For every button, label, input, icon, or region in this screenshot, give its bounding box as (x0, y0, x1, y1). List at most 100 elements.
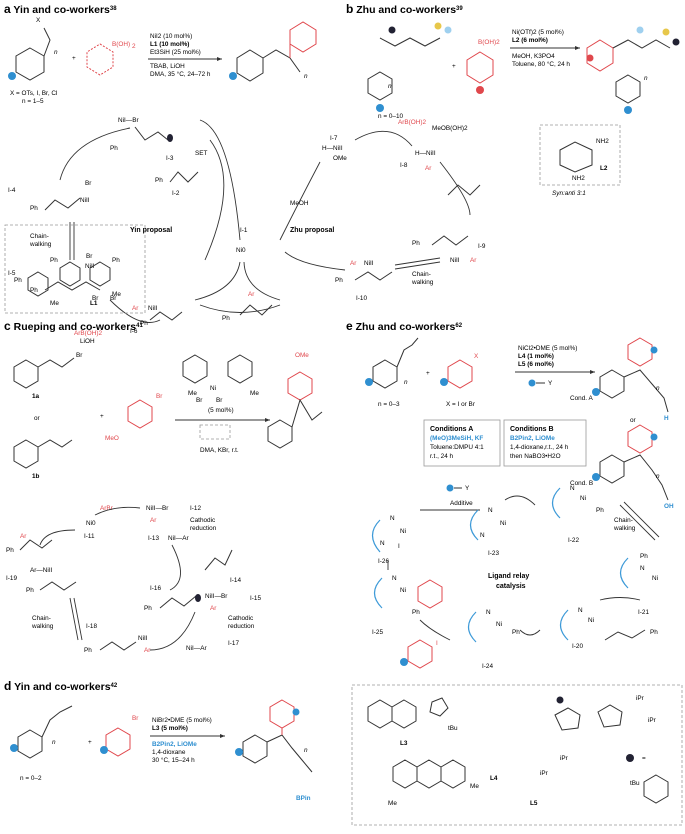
svg-text:I-11: I-11 (84, 533, 95, 540)
svg-text:Ph: Ph (640, 553, 648, 560)
svg-text:iPr: iPr (560, 755, 569, 762)
svg-text:I-5: I-5 (8, 270, 16, 277)
svg-text:I-25: I-25 (372, 629, 383, 636)
svg-text:n: n (644, 75, 648, 82)
svg-text:H—NiII: H—NiII (415, 150, 436, 157)
svg-text:NiII: NiII (138, 635, 148, 642)
svg-text:iPr: iPr (636, 695, 645, 702)
l1-ligand: Ph Ph Ph Me Me L1 (14, 257, 121, 307)
panel-b-boronic: B(OH)2 (466, 39, 500, 94)
svg-text:H—NiII: H—NiII (322, 145, 343, 152)
svg-text:Ph: Ph (112, 257, 120, 264)
svg-text:Br: Br (86, 253, 93, 260)
svg-text:Y: Y (465, 485, 470, 492)
svg-text:Br: Br (110, 295, 117, 302)
svg-text:2: 2 (132, 43, 136, 50)
svg-text:iPr: iPr (540, 770, 549, 777)
svg-text:I-10: I-10 (356, 295, 367, 302)
svg-text:I-18: I-18 (86, 623, 97, 630)
svg-text:MeOB(OH)2: MeOB(OH)2 (432, 125, 468, 132)
svg-text:Ph: Ph (140, 320, 148, 327)
svg-text:+: + (88, 739, 92, 746)
svg-text:Ph: Ph (650, 629, 658, 636)
panel-a-n-def: n = 1–5 (22, 98, 44, 105)
svg-text:Ph: Ph (110, 145, 118, 152)
svg-text:n = 0–3: n = 0–3 (378, 401, 400, 408)
svg-text:tBu: tBu (448, 725, 458, 732)
svg-text:1b: 1b (32, 473, 40, 480)
svg-text:I: I (398, 543, 400, 550)
svg-text:Me: Me (388, 800, 397, 807)
svg-text:I-17: I-17 (228, 640, 239, 647)
panel-b-product: n (586, 26, 680, 114)
svg-text:then NaBO3•H2O: then NaBO3•H2O (510, 453, 561, 460)
svg-text:Ph: Ph (6, 547, 14, 554)
svg-text:DMA, KBr, r.t.: DMA, KBr, r.t. (200, 447, 239, 454)
svg-text:I-23: I-23 (488, 550, 499, 557)
svg-text:BPin: BPin (296, 795, 311, 802)
svg-text:Ph: Ph (84, 647, 92, 654)
svg-text:L1: L1 (90, 300, 98, 307)
svg-text:reduction: reduction (190, 525, 217, 532)
svg-text:I-22: I-22 (568, 537, 579, 544)
svg-text:NH2: NH2 (572, 175, 585, 182)
svg-text:Cond. A: Cond. A (570, 395, 593, 402)
svg-text:d Yin and co-workers42: d Yin and co-workers42 (4, 679, 118, 693)
svg-text:Ni: Ni (210, 385, 216, 392)
svg-text:Cathodic: Cathodic (228, 615, 254, 622)
svg-text:a Yin and co-workers38: a Yin and co-workers38 (4, 2, 117, 16)
svg-text:Me: Me (470, 783, 479, 790)
svg-text:NiI—Ar: NiI—Ar (168, 535, 189, 542)
svg-text:Ni: Ni (400, 587, 406, 594)
panel-b-substrate: n n = 0–10 (367, 22, 452, 120)
svg-text:Toluene:DMPU 4:1: Toluene:DMPU 4:1 (430, 444, 484, 451)
svg-text:OH: OH (664, 503, 674, 510)
panel-a-cond-2: L1 (10 mol%) (150, 41, 189, 48)
svg-text:b Zhu and co-workers39: b Zhu and co-workers39 (346, 2, 463, 16)
panel-a-product: n (229, 21, 317, 82)
svg-text:NiII: NiII (148, 305, 158, 312)
svg-text:Ph: Ph (30, 287, 38, 294)
svg-text:L2: L2 (600, 165, 608, 172)
svg-text:N: N (486, 609, 491, 616)
panel-c: c Rueping and co-workers41 Br 1a or 1b +… (4, 319, 323, 654)
svg-text:N: N (640, 565, 645, 572)
svg-text:Toluene, 80 °C, 24 h: Toluene, 80 °C, 24 h (512, 60, 570, 68)
svg-text:Ar: Ar (150, 517, 157, 524)
svg-text:Ni0: Ni0 (86, 520, 96, 527)
svg-text:L5 (6 mol%): L5 (6 mol%) (518, 361, 554, 368)
svg-text:Br: Br (216, 397, 223, 404)
panel-a-mechanism: NiI—Br Ph I-3 SET Ph I-2 I-4 Br Ph NiII … (8, 117, 281, 345)
svg-text:Syn:anti 3:1: Syn:anti 3:1 (552, 190, 586, 197)
panel-a-ref: 38 (110, 6, 117, 12)
svg-text:Ni0: Ni0 (236, 247, 246, 254)
svg-text:n: n (304, 73, 308, 80)
svg-text:tBu: tBu (630, 780, 640, 787)
svg-text:Ph: Ph (335, 277, 343, 284)
svg-text:I-19: I-19 (6, 575, 17, 582)
svg-text:1,4-dioxane: 1,4-dioxane (152, 749, 186, 756)
svg-text:N: N (578, 607, 583, 614)
svg-text:Conditions B: Conditions B (510, 426, 554, 433)
svg-text:ArB(OH)2: ArB(OH)2 (398, 119, 426, 126)
svg-text:I-26: I-26 (378, 558, 389, 565)
svg-text:c Rueping and co-workers41: c Rueping and co-workers41 (4, 319, 143, 333)
svg-text:Ph: Ph (512, 629, 520, 636)
svg-text:Ligand relay: Ligand relay (488, 573, 529, 580)
svg-text:Ph: Ph (26, 587, 34, 594)
svg-text:Ar: Ar (350, 260, 357, 267)
svg-text:B(OH)2: B(OH)2 (478, 39, 500, 46)
svg-text:I-6: I-6 (130, 328, 138, 335)
panel-c-product: OMe (267, 352, 323, 449)
svg-text:Ph: Ph (412, 609, 420, 616)
panel-a-substrate: X n (8, 17, 58, 81)
svg-text:N: N (380, 540, 385, 547)
svg-text:=: = (642, 755, 646, 762)
svg-text:Y: Y (548, 380, 553, 387)
svg-text:H: H (664, 415, 669, 422)
svg-text:Br: Br (85, 180, 92, 187)
svg-text:Ar: Ar (248, 291, 255, 298)
svg-text:Ph: Ph (412, 240, 420, 247)
svg-text:n: n (52, 739, 56, 746)
